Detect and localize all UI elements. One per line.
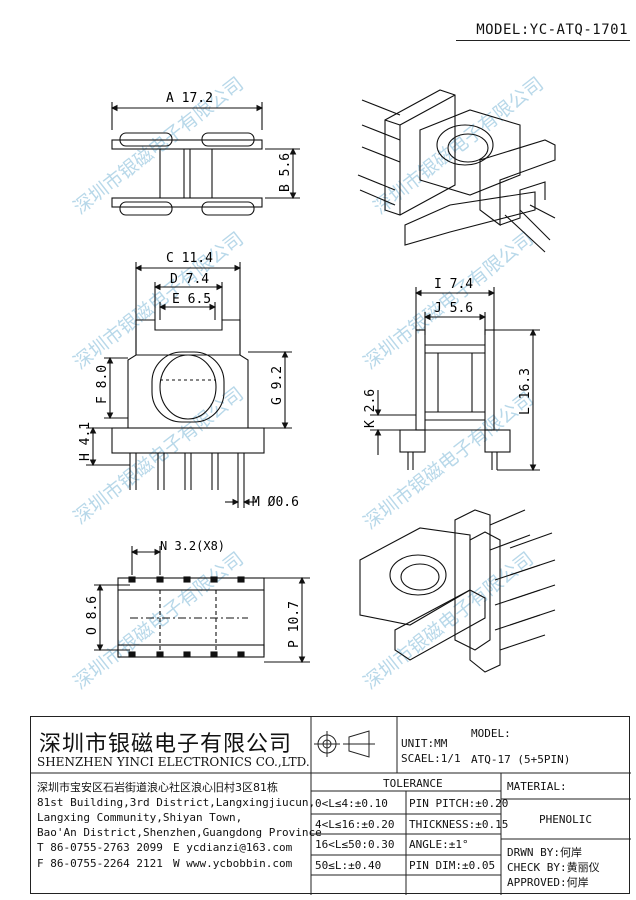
watermark-6: 深圳市银磁电子有限公司 — [360, 388, 538, 534]
technical-drawing: 深圳市银磁电子有限公司 深圳市银磁电子有限公司 深圳市银磁电子有限公司 深圳市银… — [70, 73, 556, 694]
model-header: MODEL:YC-ATQ-1701 — [476, 22, 628, 38]
company-name-cn: 深圳市银磁电子有限公司 — [39, 732, 293, 757]
dim-i-label: I 7.4 — [434, 277, 473, 292]
watermark-8: 深圳市银磁电子有限公司 — [360, 548, 538, 694]
dim-l-label: L 16.3 — [518, 368, 533, 415]
address-en-line3: Bao'An District,Shenzhen,Guangdong Provi… — [37, 826, 322, 839]
model-header-underline — [456, 40, 630, 41]
pin-pitch-tolerance: PIN PITCH:±0.20 — [409, 797, 509, 810]
dim-o-label: O 8.6 — [85, 596, 100, 635]
front-view — [86, 262, 292, 508]
drawn-by: DRWN BY:何岸 — [507, 846, 582, 859]
side-view — [370, 287, 540, 472]
address-en-line1: 81st Building,3rd District,Langxingjiucu… — [37, 796, 316, 809]
dim-d-label: D 7.4 — [170, 272, 209, 287]
projection-symbol-icon — [314, 730, 375, 758]
dim-n-label: N 3.2(X8) — [160, 539, 225, 553]
dim-m-label: M Ø0.6 — [252, 495, 299, 510]
unit-label: UNIT:MM — [401, 737, 448, 750]
address-en-line2: Langxing Community,Shiyan Town, — [37, 811, 243, 824]
scale-label: SCAEL:1/1 — [401, 752, 461, 765]
fax: F 86-0755-2264 2121 — [37, 857, 163, 870]
title-block: 深圳市银磁电子有限公司 SHENZHEN YINCI ELECTRONICS C… — [30, 716, 631, 895]
tolerance-row-1: 0<L≤4:±0.10 — [315, 797, 388, 810]
angle-tolerance: ANGLE:±1° — [409, 838, 469, 851]
model-label: MODEL: — [471, 727, 511, 740]
checked-by: CHECK BY:黄丽仪 — [507, 861, 600, 874]
dim-h-label: H 4.1 — [78, 422, 93, 461]
dim-f-label: F 8.0 — [95, 365, 110, 404]
top-view — [110, 102, 300, 216]
iso-view-bottom — [359, 509, 556, 673]
watermark-3: 深圳市银磁电子有限公司 — [70, 228, 248, 374]
website: W www.ycbobbin.com — [173, 857, 293, 870]
model-value: ATQ-17 (5+5PIN) — [471, 753, 571, 766]
iso-view-top — [357, 89, 556, 253]
dim-g-label: G 9.2 — [270, 366, 285, 405]
tolerance-row-2: 4<L≤16:±0.20 — [315, 818, 395, 831]
thickness-tolerance: THICKNESS:±0.15 — [409, 818, 509, 831]
tolerance-title: TOLERANCE — [383, 777, 443, 790]
telephone: T 86-0755-2763 2099 — [37, 841, 163, 854]
approved-by: APPROVED:何岸 — [507, 876, 589, 889]
pin-dim-tolerance: PIN DIM:±0.05 — [409, 859, 496, 872]
dim-k-label: K 2.6 — [363, 389, 378, 428]
dim-p-label: P 10.7 — [287, 601, 302, 648]
watermark-2: 深圳市银磁电子有限公司 — [370, 73, 548, 219]
dim-a-label: A 17.2 — [166, 91, 213, 106]
dim-c-label: C 11.4 — [166, 251, 213, 266]
dim-e-label: E 6.5 — [172, 292, 211, 307]
title-block-grid — [31, 717, 631, 895]
material-value: PHENOLIC — [539, 813, 592, 826]
watermark-group: 深圳市银磁电子有限公司 深圳市银磁电子有限公司 深圳市银磁电子有限公司 深圳市银… — [70, 73, 548, 694]
dim-b-label: B 5.6 — [278, 153, 293, 192]
tolerance-row-3: 16<L≤50:0.30 — [315, 838, 395, 851]
dim-j-label: J 5.6 — [434, 301, 473, 316]
bottom-view — [94, 546, 310, 664]
address-cn: 深圳市宝安区石岩街道浪心社区浪心旧村3区81栋 — [37, 781, 278, 794]
company-name-en: SHENZHEN YINCI ELECTRONICS CO.,LTD. — [37, 755, 310, 769]
tolerance-row-4: 50≤L:±0.40 — [315, 859, 382, 872]
material-label: MATERIAL: — [507, 780, 567, 793]
email: E ycdianzi@163.com — [173, 841, 293, 854]
